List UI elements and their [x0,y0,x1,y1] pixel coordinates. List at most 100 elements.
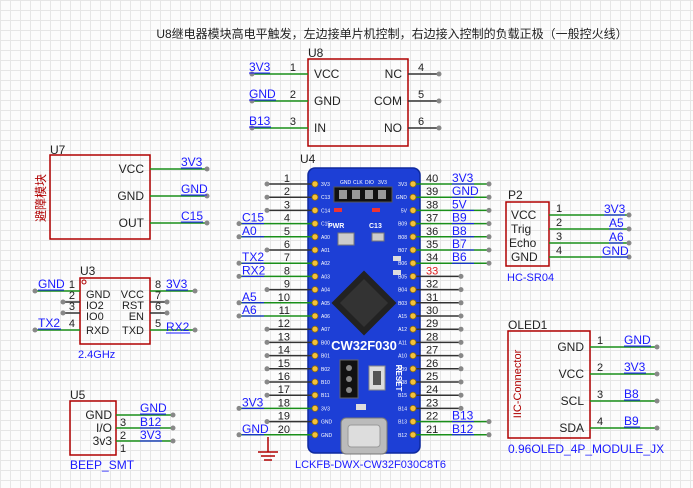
u3-pin-8[interactable]: 8 VCC 3V3 [121,277,198,301]
u7-pin-gnd[interactable]: GND GND [117,182,210,203]
u4-crystal [337,232,355,246]
u5-pin-2[interactable]: I/O 2 B12 [96,415,176,442]
u3-pin-7[interactable]: 7 RST [122,290,170,312]
u7-pin-vcc[interactable]: VCC 3V3 [119,155,210,176]
u4-pin-29-silk: A12 [398,327,407,333]
p2-pin-3[interactable]: Echo 3 A6 [509,230,632,250]
u5-pin-1[interactable]: 3v3 1 3V3 [93,428,176,455]
u4-pad [311,206,319,214]
u3-pin-4[interactable]: 4 RXD TX2 [32,316,110,337]
u3-pin1-marker [81,279,87,285]
oled1-pin-4[interactable]: SDA 4 B9 [559,414,660,435]
u8-net-1: 3V3 [249,60,271,74]
u4-pad [409,180,417,188]
oled1-pin-2-number: 2 [597,362,603,374]
oled1-net-2: 3V3 [624,360,646,374]
u4-pin-20-number: 20 [278,424,290,436]
u7-pin-out[interactable]: OUT C15 [119,209,210,230]
u3-wireless-module[interactable]: U3 2.4GHz 1 GND GND 2 IO2 3 IO0 4 [32,264,198,361]
u8-relay[interactable]: U8 1 VCC 3V3 2 GND GND 3 IN B13 [249,46,442,147]
p2-pin-4[interactable]: GND 4 GND [511,244,632,264]
oled1-pin-2-name: VCC [559,367,585,381]
u3-pin-3[interactable]: 3 IO0 [60,301,104,323]
u4-pad [311,193,319,201]
u5-buzzer[interactable]: U5 BEEP_SMT GND 3 GND I/O 2 B12 3v3 1 3V… [69,388,176,472]
p2-pin-1[interactable]: VCC 1 3V3 [511,202,632,222]
u4-pin-37-silk: B09 [398,222,407,228]
u4-pin-3-number: 3 [284,199,290,211]
oled1-display[interactable]: OLED1 IIC-Connector 0.96OLED_4P_MODULE_J… [507,318,664,456]
oled1-pin-3[interactable]: SCL 3 B8 [561,387,660,408]
u4-pad [409,299,417,307]
u8-pin-3[interactable]: 3 IN B13 [249,114,326,135]
u3-pin-1-number: 1 [69,279,75,291]
p2-ultrasonic[interactable]: P2 HC-SR04 VCC 1 3V3 Trig 2 A5 Echo 3 A6 [505,188,632,284]
u8-pin-1[interactable]: 1 VCC 3V3 [249,60,340,81]
u8-pin-5[interactable]: COM 5 [374,89,442,108]
u3-designator: U3 [80,264,96,278]
u4-pad [311,325,319,333]
u8-pin-6[interactable]: NO 6 [384,116,442,135]
u7-obstacle-module[interactable]: U7 避障模块 VCC 3V3 GND GND OUT C15 [33,143,210,240]
oled1-pin-4-name: SDA [559,421,584,435]
oled1-pin-1[interactable]: GND 1 GND [557,333,660,354]
u5-pin-3[interactable]: GND 3 GND [85,401,176,429]
u3-pin-1[interactable]: 1 GND GND [32,277,111,301]
u3-pin-5[interactable]: 5 TXD RX2 [122,318,198,337]
u3-body [79,277,151,345]
u8-pin-4[interactable]: NC 4 [385,62,442,81]
u3-pin-6[interactable]: 6 EN [129,301,170,323]
oled1-net-3: B8 [624,387,639,401]
u8-pin-2[interactable]: 2 GND GND [249,87,341,108]
u4-pad [409,272,417,280]
u4-dev-board[interactable]: U4 LCKFB-DWX-CW32F030C8T6 GND CLK DIO 3V… [236,152,492,471]
u3-pin-2[interactable]: 2 IO2 [60,290,104,312]
u4-pin-4-silk: C15 [321,222,330,228]
u4-pin-39-silk: GND [396,195,408,201]
u4-pin-8-silk: A03 [321,274,330,280]
p2-value: HC-SR04 [507,272,554,284]
oled1-pin-2[interactable]: VCC 2 3V3 [559,360,660,381]
p2-pin-2[interactable]: Trig 2 A5 [511,216,632,236]
